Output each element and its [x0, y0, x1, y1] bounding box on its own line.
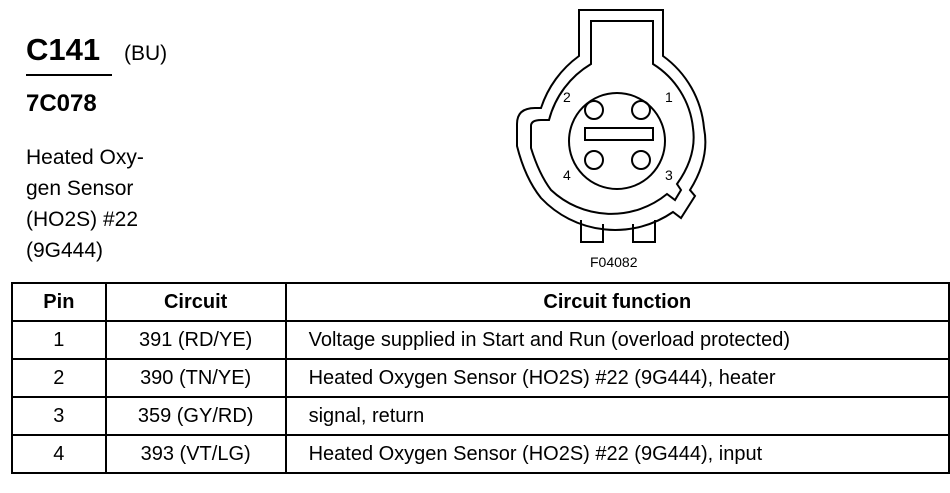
pin-3-contact	[631, 150, 651, 170]
bottom-terminal-right	[632, 220, 656, 243]
connector-color: (BU)	[124, 42, 168, 65]
part-number: 7C078	[26, 90, 97, 117]
cell-pin: 2	[11, 358, 107, 398]
table-row: 2 390 (TN/YE) Heated Oxygen Sensor (HO2S…	[11, 358, 950, 398]
description-line: (HO2S) #22	[26, 208, 139, 231]
pinout-table: Pin Circuit Circuit function 1 391 (RD/Y…	[11, 282, 950, 474]
description-line: gen Sensor	[26, 177, 134, 200]
connector-face-diagram: 1 2 3 4	[516, 9, 707, 243]
pin-4-contact	[584, 150, 604, 170]
figure-code: F04082	[590, 254, 638, 270]
cell-pin: 3	[11, 396, 107, 436]
title-underline	[26, 74, 112, 76]
header-circuit: Circuit	[104, 282, 287, 322]
cell-circuit: 359 (GY/RD)	[104, 396, 287, 436]
table-header-row: Pin Circuit Circuit function	[11, 282, 950, 322]
cell-circuit: 390 (TN/YE)	[104, 358, 287, 398]
pin-label-4: 4	[563, 167, 571, 183]
connector-id: C141	[26, 32, 101, 67]
pin-label-3: 3	[665, 167, 673, 183]
bottom-terminal-left	[580, 220, 604, 243]
cell-function: Heated Oxygen Sensor (HO2S) #22 (9G444),…	[284, 434, 950, 474]
cell-circuit: 391 (RD/YE)	[104, 320, 287, 360]
cell-function: signal, return	[284, 396, 950, 436]
cell-circuit: 393 (VT/LG)	[104, 434, 287, 474]
cell-pin: 4	[11, 434, 107, 474]
pin-face-circle	[568, 92, 666, 190]
header-circuit-function: Circuit function	[284, 282, 950, 322]
connector-housing-outline	[516, 9, 707, 231]
description-line: Heated Oxy-	[26, 146, 144, 169]
cell-function: Voltage supplied in Start and Run (overl…	[284, 320, 950, 360]
component-description: Heated Oxy- gen Sensor (HO2S) #22 (9G444…	[26, 142, 144, 266]
description-line: (9G444)	[26, 239, 104, 262]
pin-2-contact	[584, 100, 604, 120]
pin-label-1: 1	[665, 89, 673, 105]
table-row: 1 391 (RD/YE) Voltage supplied in Start …	[11, 320, 950, 360]
center-key-bar	[584, 127, 654, 141]
pin-1-contact	[631, 100, 651, 120]
cell-function: Heated Oxygen Sensor (HO2S) #22 (9G444),…	[284, 358, 950, 398]
cell-pin: 1	[11, 320, 107, 360]
table-row: 3 359 (GY/RD) signal, return	[11, 396, 950, 436]
pin-label-2: 2	[563, 89, 571, 105]
table-row: 4 393 (VT/LG) Heated Oxygen Sensor (HO2S…	[11, 434, 950, 474]
connector-inner-outline	[530, 20, 695, 215]
header-pin: Pin	[11, 282, 107, 322]
